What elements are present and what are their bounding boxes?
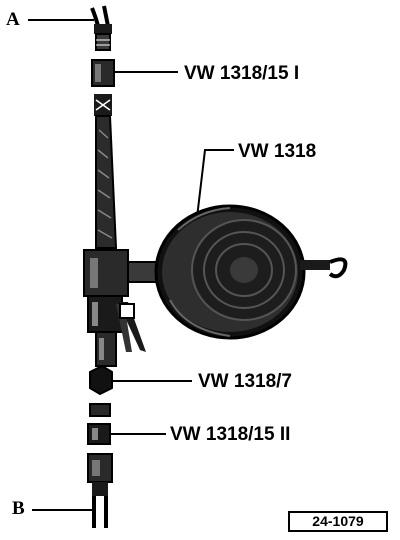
valve-part — [89, 364, 113, 396]
label-end-b: B — [12, 498, 25, 519]
figure-reference-box: 24-1079 — [288, 511, 388, 532]
label-gauge: VW 1318 — [238, 141, 317, 162]
hose-end-a — [90, 5, 112, 51]
tee-body — [83, 249, 163, 297]
hose-end-b — [87, 453, 113, 528]
hose-connector-upper — [94, 94, 112, 116]
leader-lines — [28, 19, 234, 511]
label-end-a: A — [6, 9, 20, 30]
valve-body — [87, 295, 146, 367]
adapter-lower — [87, 403, 111, 445]
leader-gauge — [195, 149, 234, 227]
label-adapter-upper: VW 1318/15 I — [184, 63, 300, 84]
label-valve: VW 1318/7 — [198, 371, 292, 392]
hose — [95, 115, 118, 249]
label-adapter-lower: VW 1318/15 II — [170, 424, 291, 445]
adapter-upper — [91, 59, 115, 87]
pressure-gauge — [154, 204, 348, 340]
